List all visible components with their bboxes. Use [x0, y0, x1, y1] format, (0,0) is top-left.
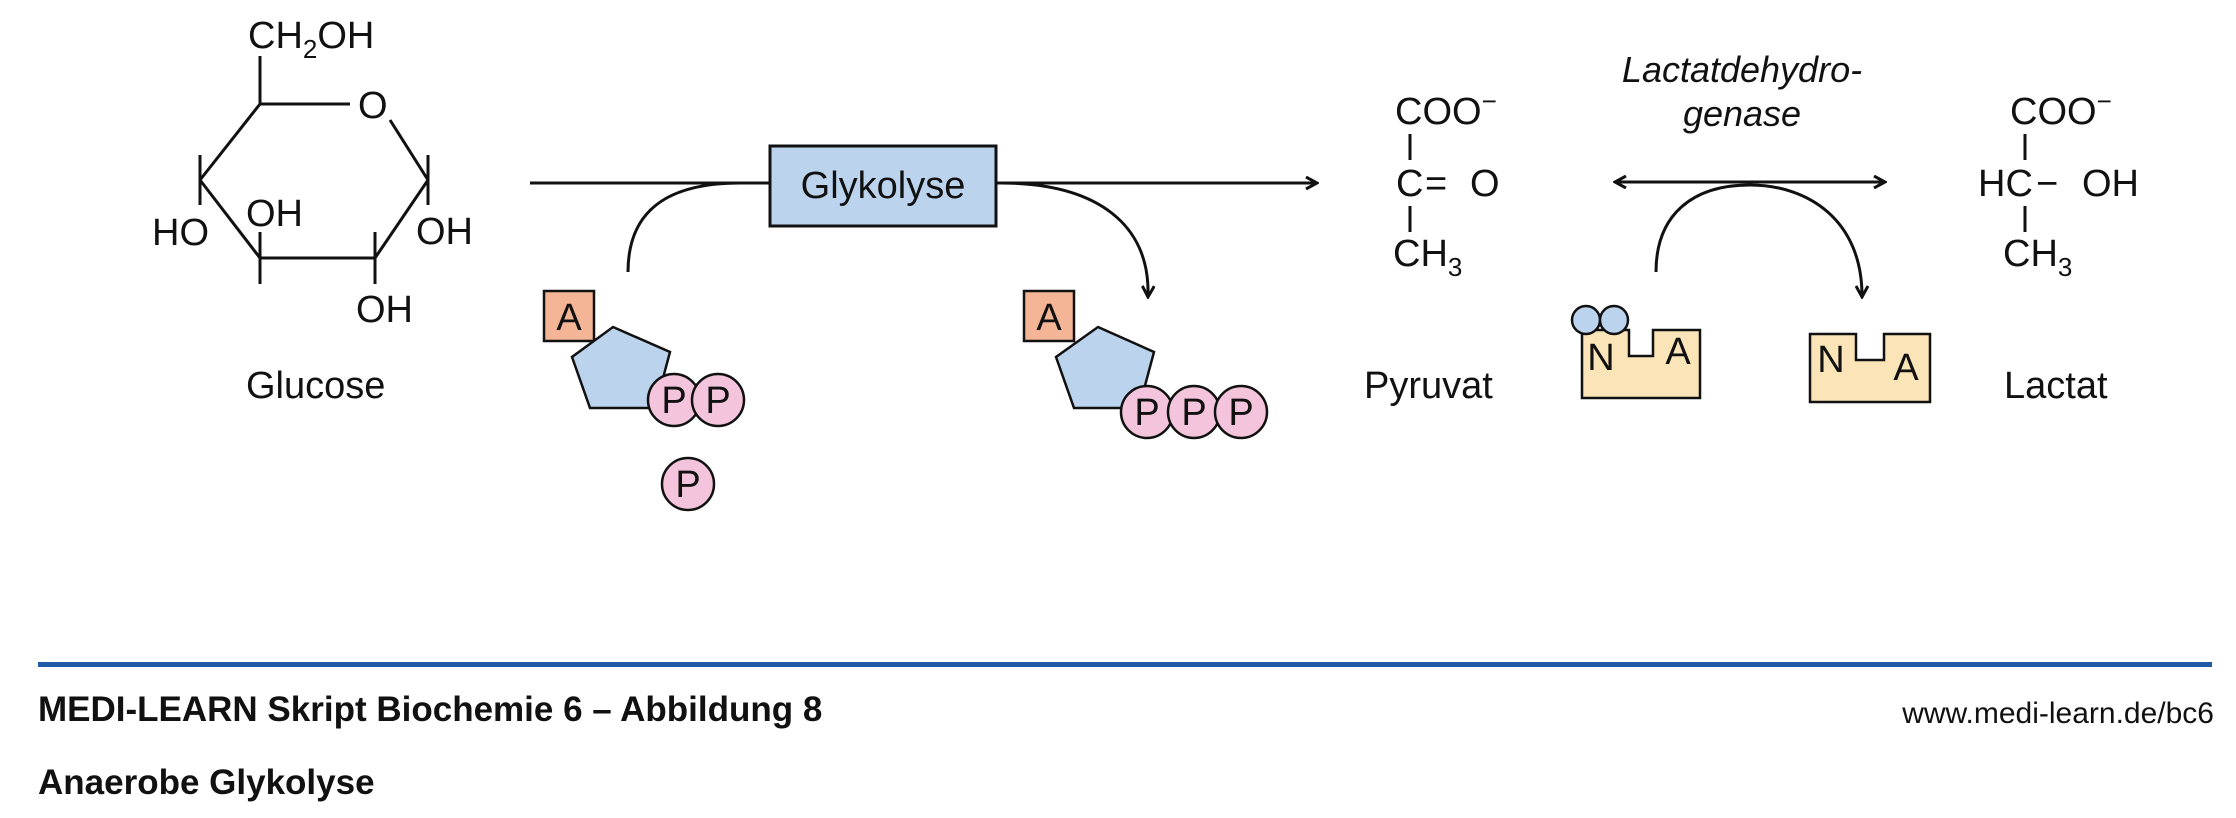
glucose-label: Glucose [246, 365, 385, 407]
glucose-oh-bottom: OH [356, 289, 413, 331]
adp-phosphate-2-label: P [705, 380, 730, 422]
lactat-oh: OH [2082, 163, 2139, 205]
nadh-a-label: A [1665, 331, 1691, 373]
lactat-label: Lactat [2004, 365, 2108, 407]
pyruvat-structure: COO− C = O CH3 [1393, 86, 1500, 282]
nadh-shape [1580, 328, 1702, 400]
nad-n-label: N [1817, 339, 1844, 381]
nad-shape [1808, 332, 1932, 404]
glucose-structure [198, 56, 430, 284]
atp-phosphate-3 [1213, 384, 1269, 440]
glucose-oh-right: OH [416, 211, 473, 253]
glycolysis-box [768, 144, 998, 228]
pyruvat-ch3: CH3 [1393, 233, 1462, 282]
pyruvat-c: C [1396, 163, 1423, 205]
glucose-oh-inner: OH [246, 193, 303, 235]
lactat-bond: − [2036, 163, 2058, 205]
nadh-hydrogen-1 [1570, 304, 1602, 336]
nadh-hydrogen-2 [1598, 304, 1630, 336]
lactat-ch3: CH3 [2003, 233, 2072, 282]
adp-ribose-pentagon [570, 325, 672, 410]
pyruvat-coo: COO− [1395, 86, 1497, 133]
nad-a-label: A [1893, 347, 1919, 389]
enzyme-name-line2: genase [1683, 93, 1801, 134]
atp-adenine-box [1022, 289, 1076, 343]
lactat-hc: HC [1978, 163, 2033, 205]
glucose-ho-left: HO [152, 212, 209, 254]
atp-ribose-pentagon [1054, 325, 1156, 410]
figure-subtitle: Anaerobe Glykolyse [38, 763, 375, 802]
nadh-to-nad-curve [1654, 183, 1862, 296]
nadh-molecule: N A [1570, 304, 1702, 400]
nadh-n-label: N [1587, 337, 1614, 379]
atp-output-curve [999, 181, 1148, 296]
atp-phosphate-2-label: P [1181, 392, 1206, 434]
atp-molecule: A P P P [1022, 289, 1269, 440]
source-url[interactable]: www.medi-learn.de/bc6 [1902, 697, 2214, 730]
enzyme-name-line1: Lactatdehydro- [1622, 49, 1862, 90]
free-phosphate-label: P [675, 464, 700, 506]
adp-input-curve [626, 181, 741, 273]
glucose-ch2oh: CH2OH [248, 15, 374, 64]
nad-molecule: N A [1808, 332, 1932, 404]
adp-adenine-label: A [556, 297, 582, 339]
footer-rule [38, 662, 2212, 667]
figure-title: MEDI-LEARN Skript Biochemie 6 – Abbildun… [38, 690, 823, 729]
lactat-coo: COO− [2010, 86, 2112, 133]
pyruvat-double-bond: = [1425, 163, 1447, 205]
adp-phosphate-1-label: P [661, 380, 686, 422]
atp-adenine-label: A [1036, 297, 1062, 339]
glycolysis-box-label: Glykolyse [801, 165, 966, 207]
adp-adenine-box [542, 289, 596, 343]
atp-phosphate-3-label: P [1228, 392, 1253, 434]
adp-phosphate-2 [690, 372, 746, 428]
atp-phosphate-1-label: P [1134, 392, 1159, 434]
pyruvat-o: O [1470, 163, 1500, 205]
lactat-structure: COO− HC − OH CH3 [1978, 86, 2139, 282]
free-phosphate [660, 456, 716, 512]
adp-molecule: A P P P [542, 289, 746, 512]
glucose-ring-oxygen: O [358, 85, 388, 127]
pyruvat-label: Pyruvat [1364, 365, 1493, 407]
